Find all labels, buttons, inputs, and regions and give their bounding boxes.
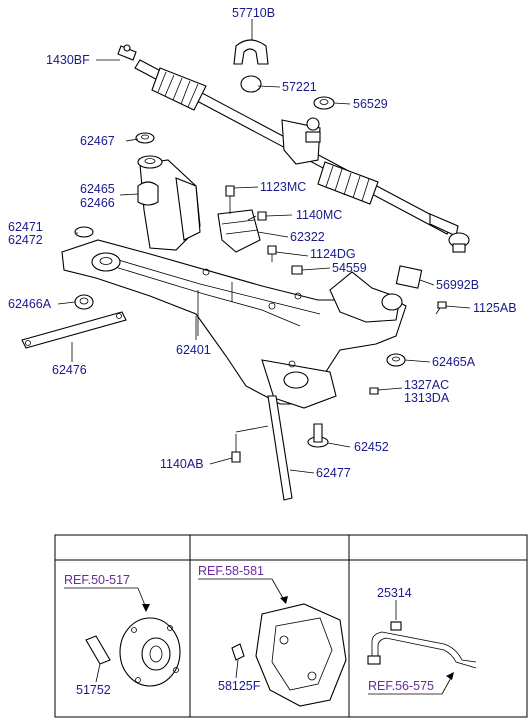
label-54559: 54559 [332,261,367,275]
cell-hose: 25314 REF.56-575 [367,586,477,695]
label-51752: 51752 [76,683,111,697]
label-62322: 62322 [290,230,325,244]
label-62465A: 62465A [432,355,476,369]
label-1140AB: 1140AB [160,457,204,471]
label-56529: 56529 [353,97,388,111]
cell-hub: REF.50-517 51752 [64,573,181,697]
ref-58-581[interactable]: REF.58-581 [198,564,264,578]
label-62477: 62477 [316,466,351,480]
label-58125F: 58125F [218,679,261,693]
label-62476: 62476 [52,363,87,377]
label-1430BF: 1430BF [46,53,90,67]
label-1123MC: 1123MC [260,180,306,194]
steering-clamp-parts [233,39,335,110]
label-57221: 57221 [282,80,317,94]
label-25314: 25314 [377,586,412,600]
crossmember-assembly [61,155,407,409]
label-1140MC: 1140MC [296,208,342,222]
reference-table [54,534,528,718]
cell-caliper: REF.58-581 58125F [198,564,347,707]
leader-lines [57,19,471,474]
label-62471: 62471 [8,220,43,234]
steering-gear-assembly [117,44,470,253]
label-62466A: 62466A [8,297,52,311]
right-small-parts [225,185,447,501]
label-62466: 62466 [80,196,115,210]
label-62401: 62401 [176,343,211,357]
ref-56-575[interactable]: REF.56-575 [368,679,434,693]
label-1327AC: 1327AC [404,378,449,392]
ref-50-517[interactable]: REF.50-517 [64,573,130,587]
label-62452: 62452 [354,440,389,454]
left-bushings [21,132,159,349]
label-62472: 62472 [8,233,43,247]
label-1125AB: 1125AB [473,301,517,315]
label-62465: 62465 [80,182,115,196]
label-1124DG: 1124DG [310,247,356,261]
label-57710B: 57710B [232,6,275,20]
label-62467: 62467 [80,134,115,148]
part-labels: 57710B 1430BF 57221 56529 62467 62465 62… [8,6,517,480]
label-56992B: 56992B [436,278,479,292]
label-1313DA: 1313DA [404,391,450,405]
